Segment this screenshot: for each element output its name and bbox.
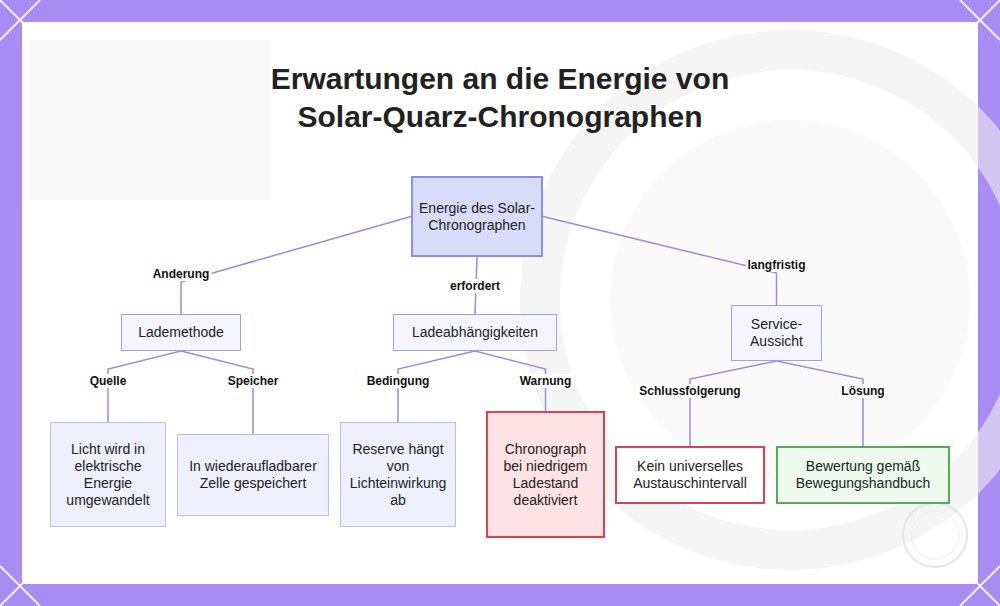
connector-line	[690, 361, 777, 446]
detail-box: Licht wird in elektrische Energie umgewa…	[50, 422, 166, 527]
edge-label: Schlussfolgerung	[637, 384, 742, 398]
node-text: Reserve hängt von Lichteinwirkung ab	[347, 441, 449, 509]
category-box: Lademethode	[121, 314, 241, 351]
connector-line	[777, 361, 864, 446]
edge-label: langfristig	[745, 258, 807, 272]
category-box: Service-Aussicht	[731, 305, 822, 361]
edge-label: erfordert	[448, 279, 502, 293]
node-text: Bewertung gemäß Bewegungshandbuch	[784, 458, 942, 492]
detail-box: Reserve hängt von Lichteinwirkung ab	[340, 422, 456, 527]
edge-label: Speicher	[226, 374, 281, 388]
conclusion-box: Kein universelles Austauschintervall	[615, 446, 765, 504]
node-text: Service-Aussicht	[738, 316, 815, 350]
connector-line	[181, 217, 411, 315]
node-text: Lademethode	[138, 324, 224, 341]
connector-line	[181, 351, 253, 434]
diagram-title: Erwartungen an die Energie von Solar-Qua…	[230, 60, 770, 136]
edge-label: Bedingung	[365, 374, 432, 388]
edge-label: Lösung	[839, 384, 886, 398]
seal-emblem	[903, 503, 967, 567]
node-text: Kein universelles Austauschintervall	[623, 458, 757, 492]
solution-box: Bewertung gemäß Bewegungshandbuch	[776, 446, 950, 504]
edge-label: Anderung	[151, 267, 212, 281]
node-text: In wiederaufladbarer Zelle gespeichert	[184, 458, 322, 492]
node-text: Energie des Solar-Chronographen	[419, 200, 535, 234]
root-box: Energie des Solar-Chronographen	[411, 176, 543, 257]
detail-box: In wiederaufladbarer Zelle gespeichert	[177, 434, 329, 516]
node-text: Licht wird in elektrische Energie umgewa…	[57, 441, 159, 509]
warning-box: Chronograph bei niedrigem Ladestand deak…	[486, 411, 605, 538]
edge-label: Warnung	[518, 374, 574, 388]
category-box: Ladeabhängigkeiten	[393, 314, 557, 351]
connector-line	[543, 217, 777, 306]
node-text: Chronograph bei niedrigem Ladestand deak…	[494, 441, 597, 509]
edge-label: Quelle	[88, 374, 129, 388]
node-text: Ladeabhängigkeiten	[412, 324, 538, 341]
